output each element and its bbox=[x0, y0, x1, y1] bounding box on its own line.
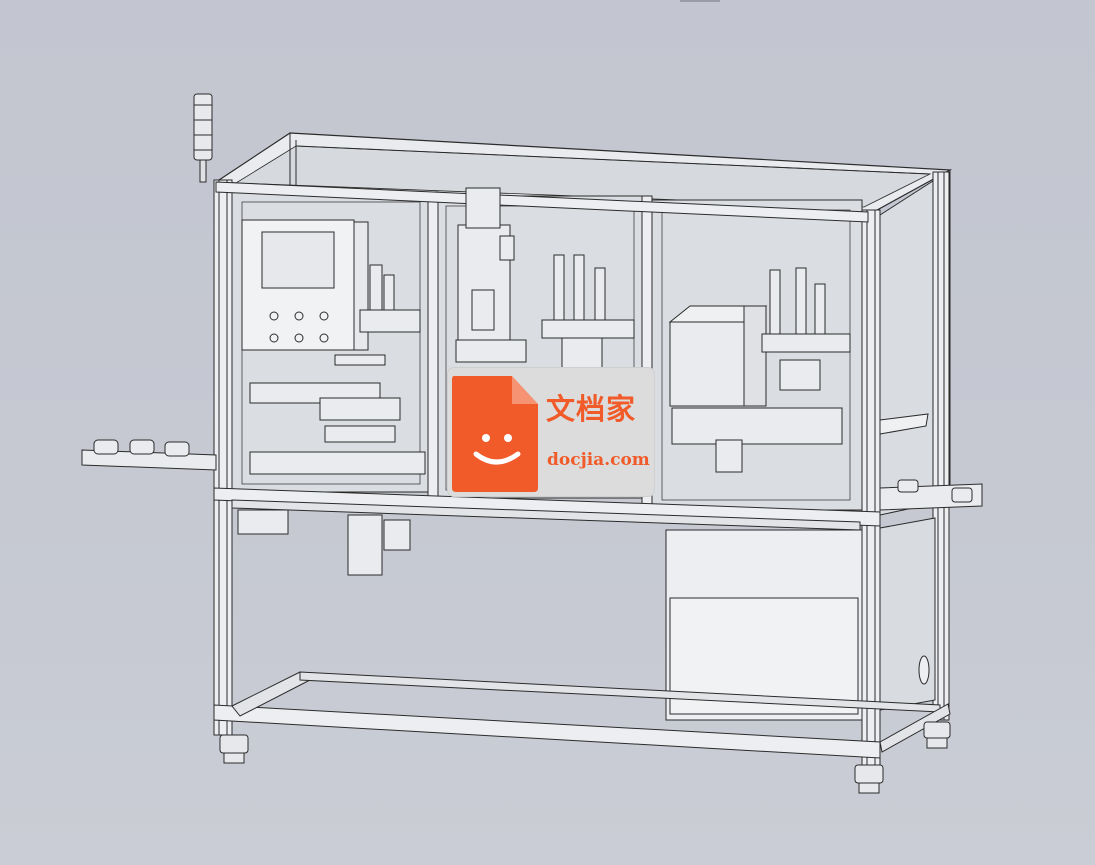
front-right-column bbox=[861, 209, 881, 766]
hmi-panel bbox=[241, 219, 369, 351]
watermark-brand: 文档家 bbox=[546, 392, 637, 426]
front-left-column bbox=[213, 179, 233, 736]
back-right-column bbox=[932, 171, 950, 721]
watermark-badge: 文档家 docjia.com bbox=[448, 368, 654, 496]
signal-tower bbox=[193, 93, 213, 183]
station-left bbox=[249, 264, 426, 475]
station-right bbox=[668, 267, 929, 473]
motor-assembly bbox=[237, 509, 411, 576]
electrical-cabinet bbox=[665, 517, 936, 721]
toolbar-edge bbox=[680, 0, 720, 2]
station-middle bbox=[541, 254, 635, 369]
leveling-feet bbox=[219, 721, 951, 794]
watermark-domain: docjia.com bbox=[547, 450, 650, 470]
outfeed-conveyor bbox=[879, 479, 983, 511]
base-front-beam bbox=[213, 704, 881, 759]
top-front-beam bbox=[215, 181, 869, 223]
infeed-conveyor bbox=[81, 439, 217, 471]
document-smile-icon bbox=[452, 376, 538, 492]
station-middle-press bbox=[455, 187, 527, 363]
